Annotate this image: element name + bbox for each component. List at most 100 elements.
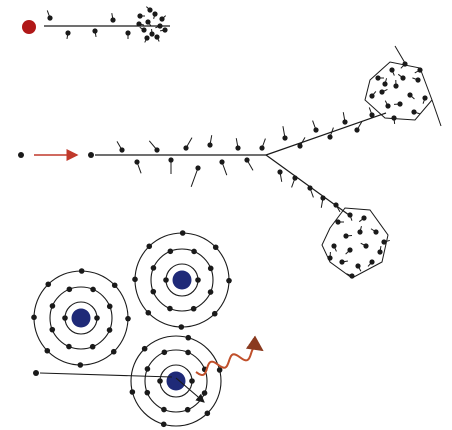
blue-nucleus-icon (71, 308, 91, 328)
ion-pair (168, 157, 174, 174)
electron-tick (412, 77, 419, 81)
ion-dot (152, 11, 158, 17)
electron-tick (299, 137, 306, 147)
electron-tick (261, 138, 266, 149)
electron (190, 305, 197, 312)
ion-pairs-small (46, 10, 131, 39)
ion-pair (159, 27, 168, 33)
electron-tick (431, 99, 442, 127)
cluster-outline (364, 61, 433, 121)
electron-tick (393, 117, 396, 125)
ion-pair (412, 77, 421, 83)
wavy-photon-icon (195, 335, 264, 377)
electron (150, 288, 157, 295)
electron-tick (345, 234, 353, 237)
ion-pair (259, 138, 266, 151)
electron (31, 314, 37, 321)
entry-dot (88, 152, 94, 158)
electron-tick (146, 6, 151, 11)
lower-ion-cluster (321, 207, 390, 279)
electron-tick (312, 120, 317, 131)
electron-tick (148, 140, 158, 151)
electron (184, 406, 191, 413)
electron (106, 327, 113, 333)
ion-pair (339, 259, 348, 265)
branching-ionization-track (18, 45, 442, 279)
short-ionization-track (22, 6, 170, 43)
electron (189, 378, 195, 384)
electron-tick (147, 21, 152, 27)
electron (90, 286, 96, 293)
ion-pair (331, 243, 337, 252)
electron (185, 334, 192, 341)
ion-pair (377, 245, 383, 255)
electron (179, 230, 186, 236)
ion-pair (183, 137, 193, 151)
electron-tick (94, 30, 97, 37)
electron (94, 315, 100, 321)
ion-pair (389, 67, 395, 76)
electron-tick (153, 13, 156, 19)
ion-pair (235, 138, 241, 151)
electron (129, 389, 136, 395)
electron (66, 343, 72, 350)
ion-pair (335, 219, 344, 225)
ion-pair (144, 35, 150, 43)
ion-pair (152, 11, 158, 19)
electron-tick (329, 127, 334, 138)
ion-pair (368, 107, 375, 118)
atom-bottom (129, 334, 223, 428)
electron (201, 390, 208, 396)
electron-tick (235, 138, 239, 149)
electron-tick (414, 69, 421, 74)
ion-pair (149, 28, 155, 37)
ion-pair (125, 30, 131, 39)
electron (167, 305, 173, 312)
electron-tick (379, 245, 382, 253)
electron-tick (409, 94, 415, 100)
ion-pair (282, 126, 288, 141)
electron-tick (155, 25, 161, 29)
blue-nucleus-icon (166, 371, 186, 391)
ion-pair (320, 195, 326, 208)
electron-tick (359, 226, 362, 233)
ion-pair (148, 140, 160, 153)
collision-path (33, 335, 264, 403)
ion-pair (307, 185, 314, 198)
ion-pair (137, 13, 145, 19)
electron (204, 410, 211, 417)
ion-pair (379, 89, 388, 95)
electron (144, 389, 151, 396)
ion-pair (358, 215, 367, 223)
electron (160, 421, 167, 428)
ion-pair (327, 127, 334, 140)
electron-tick (367, 261, 373, 267)
electron (144, 366, 151, 372)
electron (146, 243, 153, 250)
electron-tick (282, 126, 286, 139)
blue-nucleus-icon (172, 270, 192, 290)
electron-tick (139, 26, 145, 31)
electron-shell (144, 349, 208, 413)
ion-pair (393, 101, 403, 107)
deflected-arrow (175, 377, 205, 403)
ion-pair (134, 159, 142, 174)
electron (49, 326, 56, 333)
electron (195, 277, 201, 283)
upper-branch-line (265, 112, 387, 156)
electron-tick (144, 37, 148, 43)
electron-tick (291, 177, 296, 188)
ion-pair (360, 242, 369, 249)
electron-tick (371, 91, 377, 97)
ion-pair (367, 259, 375, 267)
ion-pair (92, 28, 98, 37)
red-dot-icon (22, 20, 36, 34)
ion-pair (139, 26, 147, 33)
electron-tick (357, 265, 362, 272)
electron-tick (111, 13, 114, 21)
ion-pair (277, 169, 283, 182)
electron-tick (309, 187, 314, 198)
ion-pair (312, 120, 319, 133)
electron (161, 406, 167, 413)
ion-pair (146, 6, 153, 13)
